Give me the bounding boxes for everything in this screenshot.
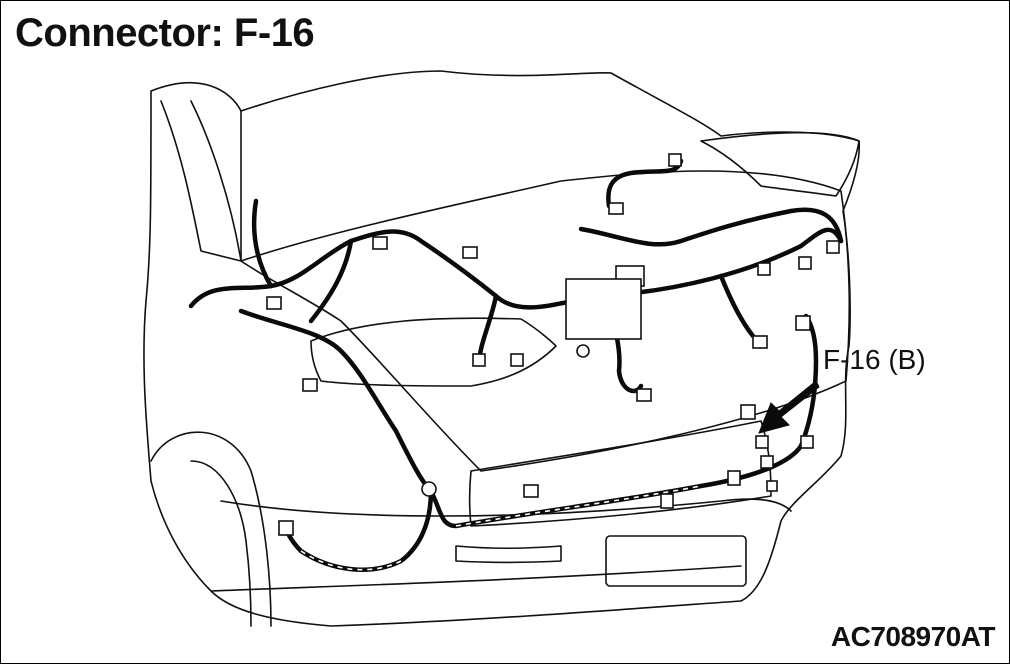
bumper-reflector	[455, 545, 562, 564]
page-title: Connector: F-16	[15, 11, 315, 55]
connector-icon	[752, 335, 768, 349]
connector-icon	[278, 520, 294, 536]
arrow-icon	[758, 380, 820, 434]
rear-window	[160, 100, 242, 262]
connector-icon	[523, 484, 539, 498]
wheel-arch	[150, 431, 272, 627]
connector-icon	[668, 153, 682, 167]
connectors	[266, 153, 840, 536]
connector-icon	[302, 378, 318, 392]
connector-icon	[636, 388, 652, 402]
harness-dashed-section	[300, 485, 702, 571]
trunk-module-icon	[565, 278, 642, 340]
connector-icon	[660, 493, 674, 509]
figure-id-code: AC708970	[830, 621, 961, 652]
connector-icon	[760, 455, 774, 469]
figure-id-suffix: AT	[960, 621, 996, 652]
connector-icon	[800, 435, 814, 449]
connector-icon	[608, 202, 624, 215]
connector-icon	[462, 246, 478, 259]
rear-bumper	[220, 498, 792, 517]
connector-icon	[766, 480, 778, 492]
connector-icon	[740, 404, 756, 420]
figure-id: AC708970AT	[830, 621, 996, 653]
connector-icon	[510, 353, 524, 367]
connector-icon	[826, 240, 840, 254]
connector-icon	[757, 262, 771, 276]
connector-icon	[795, 315, 811, 331]
connector-icon	[755, 435, 769, 449]
trunk-lid	[240, 170, 851, 472]
connector-icon	[472, 353, 486, 367]
connector-icon	[727, 470, 741, 486]
connector-callout-label: F-16 (B)	[823, 344, 926, 375]
connector-icon	[798, 256, 812, 270]
car-body-outline	[143, 70, 861, 627]
grommet-icon	[576, 344, 590, 358]
spoiler	[700, 131, 860, 197]
license-plate-frame	[605, 535, 747, 587]
license-plate-recess	[468, 420, 772, 527]
connector-icon	[266, 296, 282, 310]
grommet-icon	[421, 481, 437, 497]
tail-lamp-left	[310, 317, 557, 387]
connector-icon	[372, 236, 388, 250]
